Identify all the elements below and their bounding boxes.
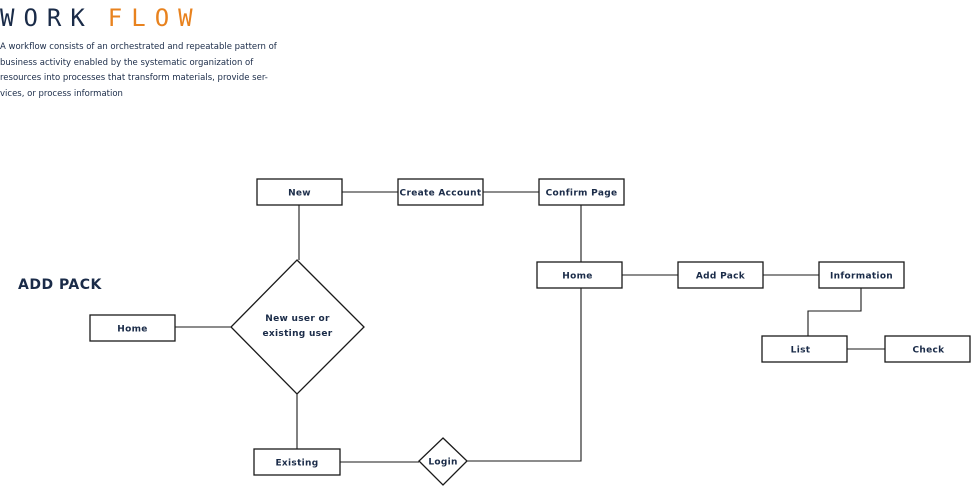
edge-login-to-home (467, 288, 582, 462)
node-decision-label-line2: existing user (263, 329, 333, 339)
page-title: WORK FLOW (0, 4, 202, 32)
node-list: List (761, 335, 848, 363)
node-create-account: Create Account (397, 178, 484, 206)
node-login-label: Login (428, 458, 457, 468)
title-part-1: WORK (0, 4, 94, 32)
node-home-left-label: Home (117, 325, 147, 335)
node-add-pack-label: Add Pack (696, 272, 746, 282)
node-existing-label: Existing (275, 459, 318, 469)
diagram-edges (175, 191, 885, 463)
node-decision: New user or existing user (230, 259, 365, 395)
edge-information-to-list (807, 288, 862, 336)
node-information: Information (818, 261, 905, 289)
side-heading: ADD PACK (18, 277, 102, 293)
node-new-label: New (288, 189, 311, 199)
node-home-right: Home (536, 261, 623, 289)
node-home-right-label: Home (562, 272, 592, 282)
node-create-account-label: Create Account (400, 189, 482, 199)
node-check-label: Check (913, 346, 946, 356)
title-part-2: FLOW (107, 4, 202, 32)
node-confirm-page-label: Confirm Page (546, 189, 618, 199)
node-new: New (256, 178, 343, 206)
node-decision-label-line1: New user or (265, 314, 330, 324)
node-confirm-page: Confirm Page (538, 178, 625, 206)
node-information-label: Information (830, 272, 893, 282)
node-existing: Existing (253, 448, 341, 476)
node-add-pack: Add Pack (677, 261, 764, 289)
node-home-left: Home (89, 314, 176, 342)
node-check: Check (884, 335, 971, 363)
description: A workflow consists of an orchestrated a… (0, 42, 277, 99)
node-login: Login (418, 437, 468, 486)
node-list-label: List (791, 346, 811, 356)
